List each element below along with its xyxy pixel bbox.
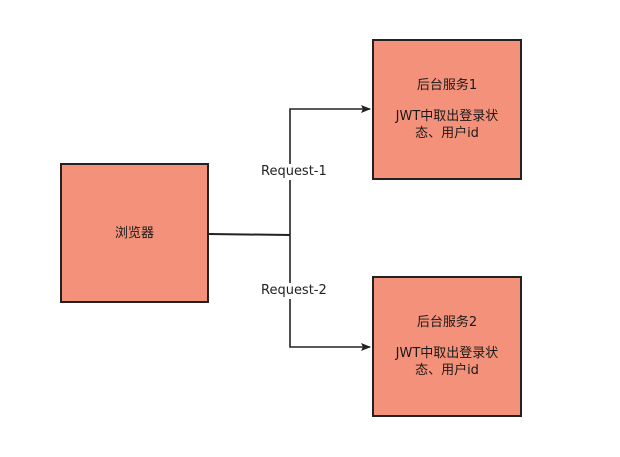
- backend-service-1-node: 后台服务1 JWT中取出登录状态、用户id: [372, 39, 522, 180]
- backend-service-1-title: 后台服务1: [416, 78, 478, 93]
- browser-node-title: 浏览器: [114, 225, 154, 241]
- edge-request1-line: [289, 105, 371, 235]
- edge-label-request-2: Request-2: [259, 283, 329, 299]
- edge-trunk: [208, 233, 291, 236]
- backend-service-2-title: 后台服务2: [416, 315, 478, 330]
- edge-request2-line: [289, 235, 371, 351]
- browser-node: 浏览器: [60, 163, 209, 303]
- backend-service-2-node: 后台服务2 JWT中取出登录状态、用户id: [372, 276, 522, 417]
- edge-label-request-1: Request-1: [259, 164, 329, 180]
- backend-service-1-description: JWT中取出登录状态、用户id: [395, 109, 499, 141]
- backend-service-2-description: JWT中取出登录状态、用户id: [395, 346, 499, 378]
